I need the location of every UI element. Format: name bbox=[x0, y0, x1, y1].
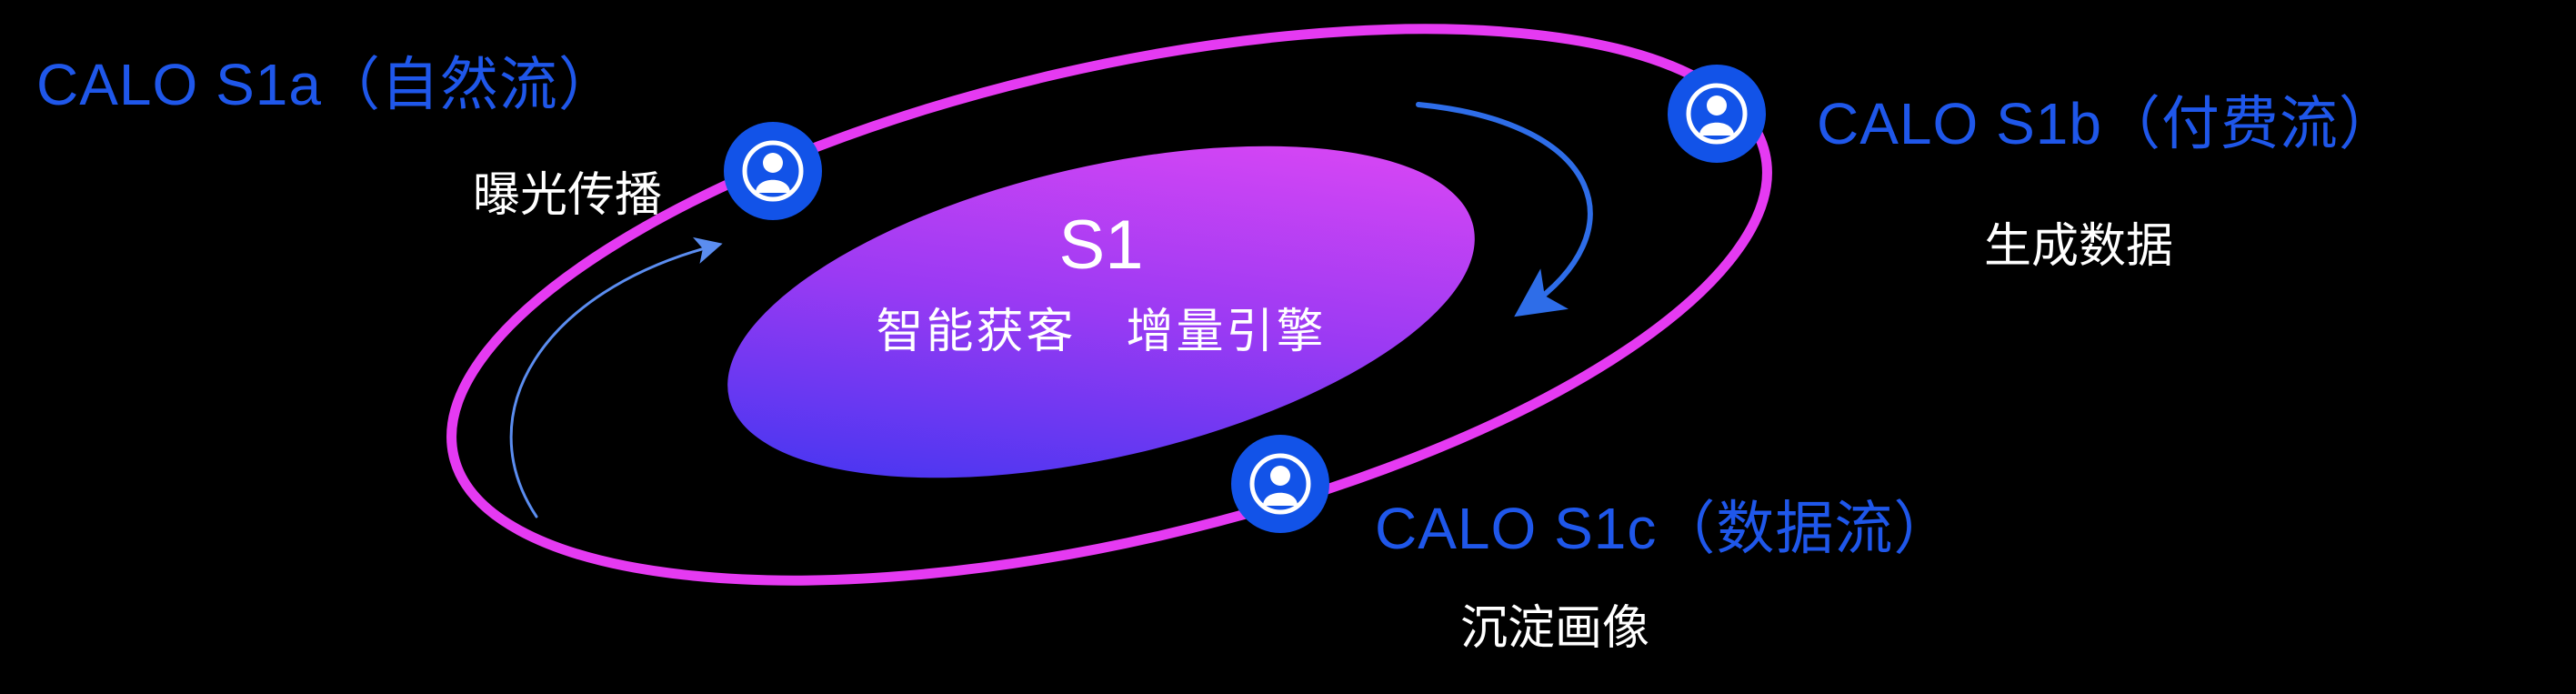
user-icon bbox=[742, 140, 804, 202]
core-title: S1 bbox=[1058, 206, 1144, 284]
core-text: S1 智能获客 增量引擎 bbox=[828, 211, 1374, 361]
label-s1b: CALO S1b（付费流） bbox=[1817, 91, 2398, 156]
core-subtitle: 智能获客 增量引擎 bbox=[876, 306, 1327, 358]
label-s1c: CALO S1c（数据流） bbox=[1375, 496, 1953, 561]
sublabel-s1a: 曝光传播 bbox=[473, 169, 663, 222]
flow-arrow-right bbox=[1416, 102, 1593, 317]
sublabel-s1c: 沉淀画像 bbox=[1460, 602, 1650, 655]
user-icon bbox=[1686, 83, 1748, 145]
node-s1b bbox=[1668, 65, 1766, 163]
label-s1a: CALO S1a（自然流） bbox=[36, 52, 617, 117]
flow-arrow-left bbox=[509, 236, 723, 518]
user-icon bbox=[1249, 453, 1311, 515]
core-ellipse bbox=[727, 146, 1475, 478]
sublabel-s1b: 生成数据 bbox=[1984, 220, 2174, 273]
node-s1c bbox=[1231, 435, 1329, 533]
node-s1a bbox=[724, 122, 822, 220]
orbit-ring bbox=[446, 24, 1772, 586]
